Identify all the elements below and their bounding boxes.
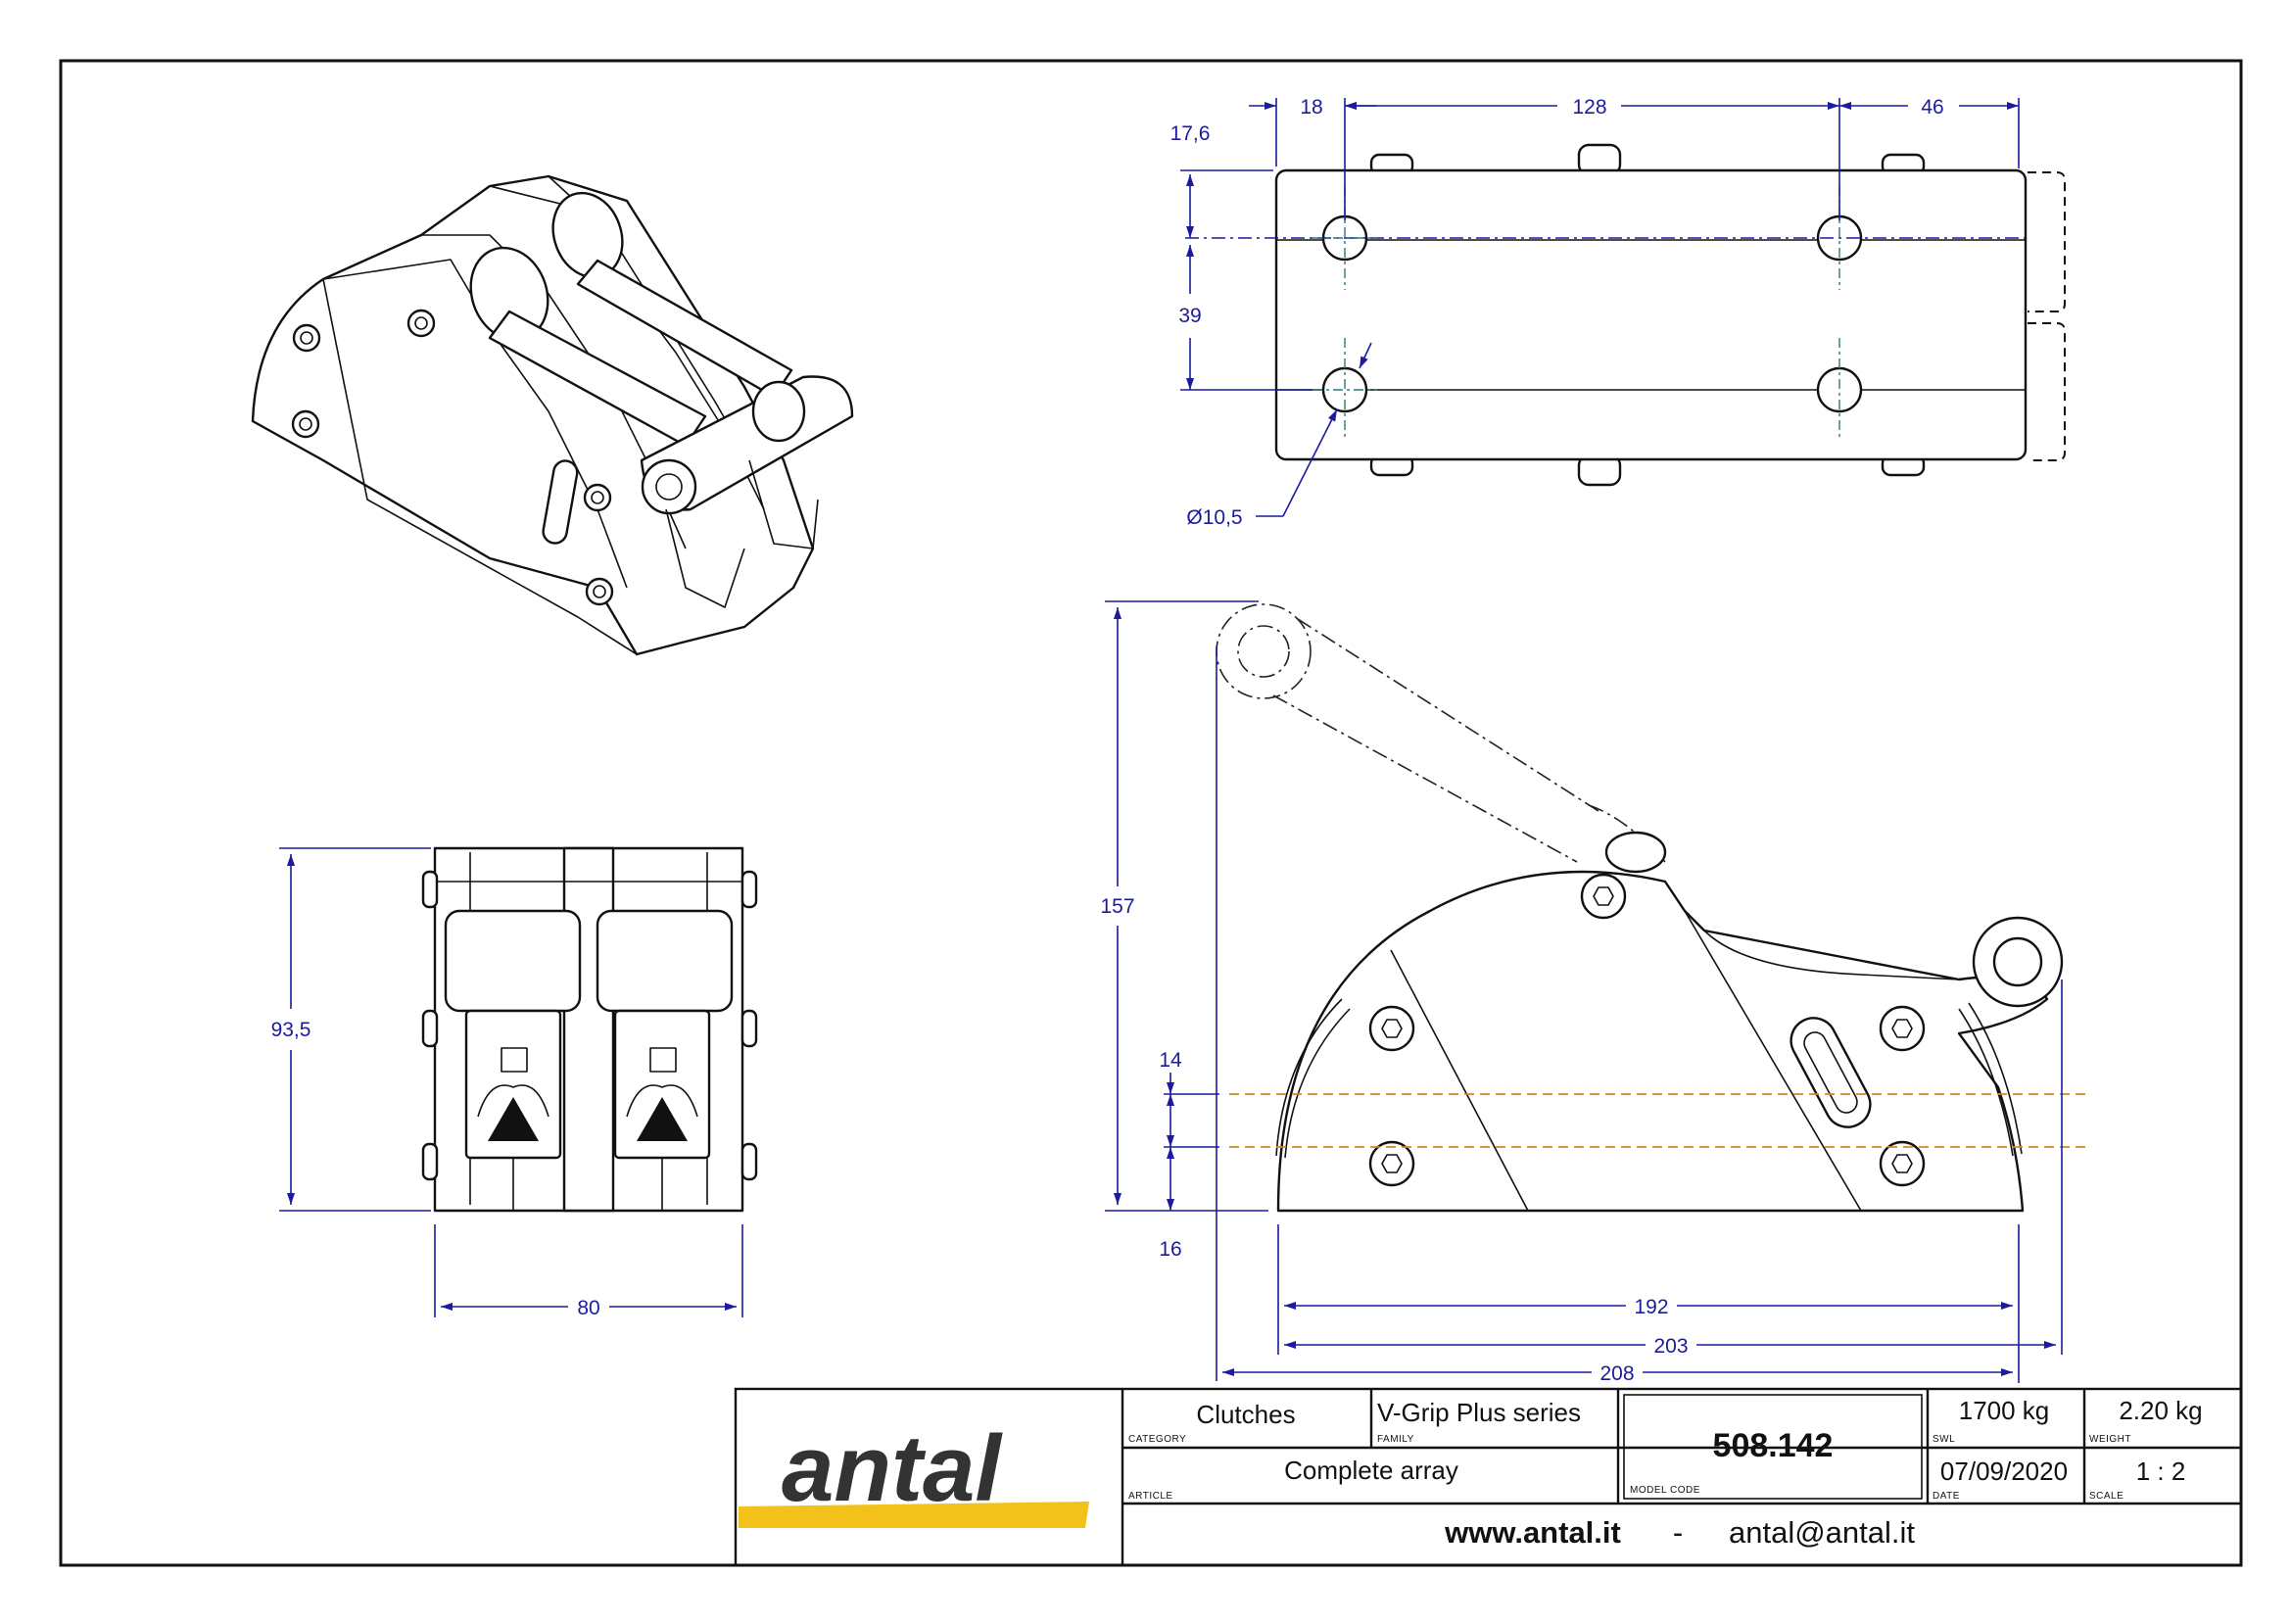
dim-80: 80: [577, 1297, 599, 1319]
website-link[interactable]: www.antal.it: [1444, 1515, 1621, 1550]
model-code-value: 508.142: [1713, 1427, 1834, 1464]
weight-value: 2.20 kg: [2119, 1396, 2202, 1425]
dim-16: 16: [1159, 1238, 1181, 1261]
front-view: 93,5 80: [271, 846, 758, 1319]
dim-hole-diameter: Ø10,5: [1186, 506, 1242, 529]
contact-separator: -: [1673, 1515, 1683, 1550]
model-code-label: MODEL CODE: [1630, 1485, 1700, 1496]
top-view: 18 128 46 17,6 39 Ø10,5: [1170, 96, 2066, 529]
article-value: Complete array: [1284, 1456, 1458, 1485]
dim-46: 46: [1921, 96, 1943, 119]
dim-93-5: 93,5: [271, 1019, 311, 1041]
antal-logo: antal: [782, 1416, 1003, 1521]
date-label: DATE: [1933, 1491, 1960, 1502]
article-label: ARTICLE: [1128, 1491, 1173, 1502]
dim-18: 18: [1300, 96, 1322, 119]
date-value: 07/09/2020: [1940, 1457, 2068, 1486]
dim-128: 128: [1572, 96, 1606, 119]
title-block: antal Clutches CATEGORY V-Grip Plus seri…: [734, 1387, 2243, 1567]
dim-17-6: 17,6: [1170, 122, 1211, 145]
logo-bar: [739, 1502, 1089, 1528]
isometric-view: [251, 174, 854, 656]
dim-208: 208: [1599, 1362, 1634, 1385]
dim-203: 203: [1653, 1335, 1688, 1358]
scale-value: 1 : 2: [2136, 1457, 2186, 1486]
family-label: FAMILY: [1377, 1434, 1414, 1445]
scale-label: SCALE: [2089, 1491, 2124, 1502]
dim-39: 39: [1178, 305, 1201, 327]
email-link[interactable]: antal@antal.it: [1729, 1515, 1915, 1550]
side-view: 157 14 16 192 203 208: [1100, 600, 2086, 1385]
family-value: V-Grip Plus series: [1377, 1398, 1581, 1427]
swl-value: 1700 kg: [1959, 1396, 2050, 1425]
dim-14: 14: [1159, 1049, 1182, 1072]
dim-192: 192: [1634, 1296, 1668, 1318]
dim-157: 157: [1100, 895, 1134, 918]
weight-label: WEIGHT: [2089, 1434, 2131, 1445]
category-value: Clutches: [1196, 1400, 1295, 1429]
category-label: CATEGORY: [1128, 1434, 1186, 1445]
swl-label: SWL: [1933, 1434, 1955, 1445]
